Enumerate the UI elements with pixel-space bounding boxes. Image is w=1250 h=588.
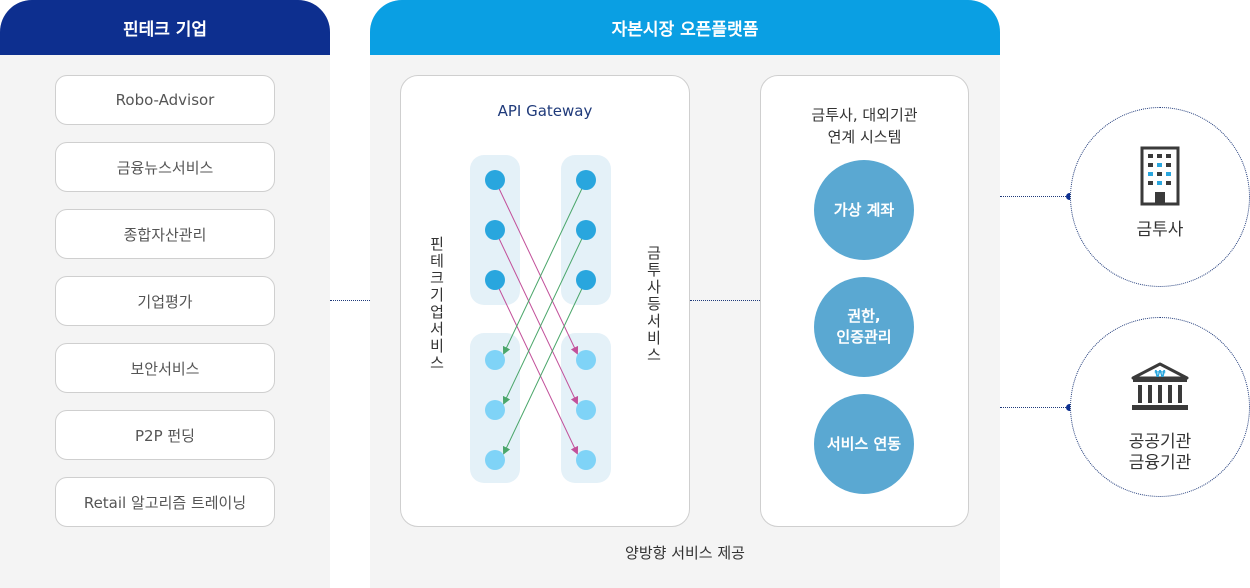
service-finance-news[interactable]: 금융뉴스서비스	[55, 142, 275, 192]
connector-left-center	[330, 300, 370, 301]
auth-management-label-1: 권한,	[847, 307, 881, 325]
bidirectional-service-caption: 양방향 서비스 제공	[625, 544, 745, 562]
arrow-green-2	[502, 229, 587, 405]
node-right-bottom-3	[576, 450, 596, 470]
service-link-button[interactable]: 서비스 연동	[814, 394, 914, 494]
connector-gateway-system	[690, 300, 760, 301]
node-left-bottom-1	[485, 350, 505, 370]
arrow-pink-3	[494, 279, 579, 455]
api-gateway-title: API Gateway	[497, 102, 593, 120]
node-right-top-3	[576, 270, 596, 290]
linkage-system-title-line2: 연계 시스템	[827, 128, 902, 146]
public-institution-label: 공공기관 금융기관	[1070, 432, 1250, 474]
auth-management-label-2: 인증관리	[836, 328, 892, 346]
service-p2p-funding[interactable]: P2P 펀딩	[55, 410, 275, 460]
connector-public-dot	[1066, 404, 1073, 411]
broker-label: 금투사	[1070, 220, 1250, 241]
virtual-account-button[interactable]: 가상 계좌	[814, 160, 914, 260]
fintech-panel-title: 핀테크 기업	[0, 0, 330, 55]
arrow-pink-1	[494, 179, 579, 355]
broker-service-label: 금투사 등 서비스	[647, 244, 661, 364]
node-right-bottom-1	[576, 350, 596, 370]
auth-management-button[interactable]: 권한, 인증관리	[814, 277, 914, 377]
virtual-account-label: 가상 계좌	[833, 200, 895, 219]
service-retail-algo-trading[interactable]: Retail 알고리즘 트레이닝	[55, 477, 275, 527]
bank-icon: ₩	[1131, 362, 1189, 410]
node-left-top-3	[485, 270, 505, 290]
fintech-service-label: 핀테크 기업 서비스	[430, 235, 444, 372]
api-gateway-diagram	[485, 170, 596, 470]
public-institution-label-line1: 공공기관	[1128, 432, 1192, 452]
public-institution-label-line2: 금융기관	[1128, 453, 1192, 473]
node-right-bottom-2	[576, 400, 596, 420]
service-robo-advisor[interactable]: Robo-Advisor	[55, 75, 275, 125]
node-left-top-2	[485, 220, 505, 240]
node-right-top-2	[576, 220, 596, 240]
service-security[interactable]: 보안서비스	[55, 343, 275, 393]
service-asset-management[interactable]: 종합자산관리	[55, 209, 275, 259]
node-left-top-1	[485, 170, 505, 190]
svg-text:₩: ₩	[1154, 369, 1165, 380]
connector-public	[1000, 407, 1070, 408]
broker-label-line1: 금투사	[1136, 220, 1184, 240]
arrow-green-3	[502, 279, 587, 455]
api-gateway-box	[400, 75, 690, 527]
connector-broker-dot	[1066, 193, 1073, 200]
arrow-green-1	[502, 179, 587, 355]
building-icon	[1140, 146, 1180, 206]
node-right-top-1	[576, 170, 596, 190]
linkage-system-title-line1: 금투사, 대외기관	[811, 106, 918, 124]
arrow-pink-2	[494, 229, 579, 405]
open-platform-title: 자본시장 오픈플랫폼	[370, 0, 1000, 55]
service-link-label: 서비스 연동	[826, 434, 902, 453]
node-left-bottom-3	[485, 450, 505, 470]
connector-broker	[1000, 196, 1070, 197]
linkage-system-title: 금투사, 대외기관 연계 시스템	[760, 104, 969, 148]
node-left-bottom-2	[485, 400, 505, 420]
service-company-rating[interactable]: 기업평가	[55, 276, 275, 326]
